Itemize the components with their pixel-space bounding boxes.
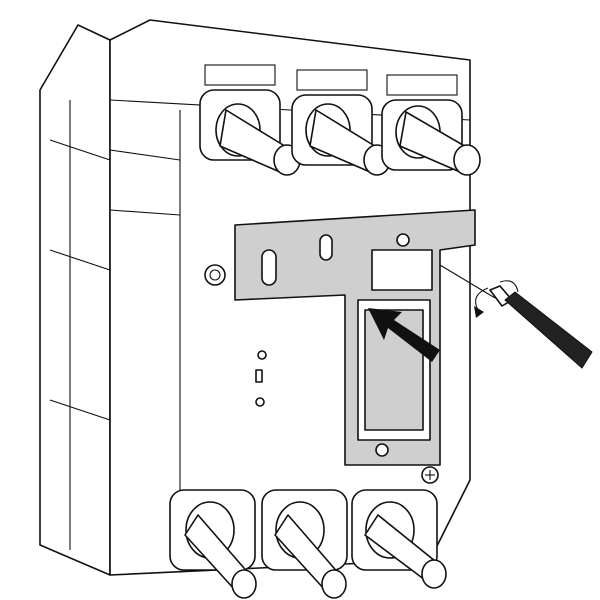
- direction-arrow-icon: [368, 308, 440, 362]
- screwdriver-icon: [439, 264, 593, 369]
- bottom-terminal-2: [261, 489, 348, 599]
- breaker-side-face: [39, 24, 111, 576]
- top-terminal-1: [199, 64, 301, 176]
- top-terminal-2: [291, 69, 391, 176]
- top-terminal-3: [381, 74, 481, 176]
- bottom-terminals: [169, 489, 447, 599]
- bottom-terminal-1: [169, 489, 257, 599]
- mounting-screw: [204, 264, 226, 286]
- indicator-holes: [255, 350, 267, 407]
- bottom-terminal-3: [351, 489, 447, 589]
- bracket-screw: [421, 466, 439, 484]
- top-terminals: [199, 64, 481, 176]
